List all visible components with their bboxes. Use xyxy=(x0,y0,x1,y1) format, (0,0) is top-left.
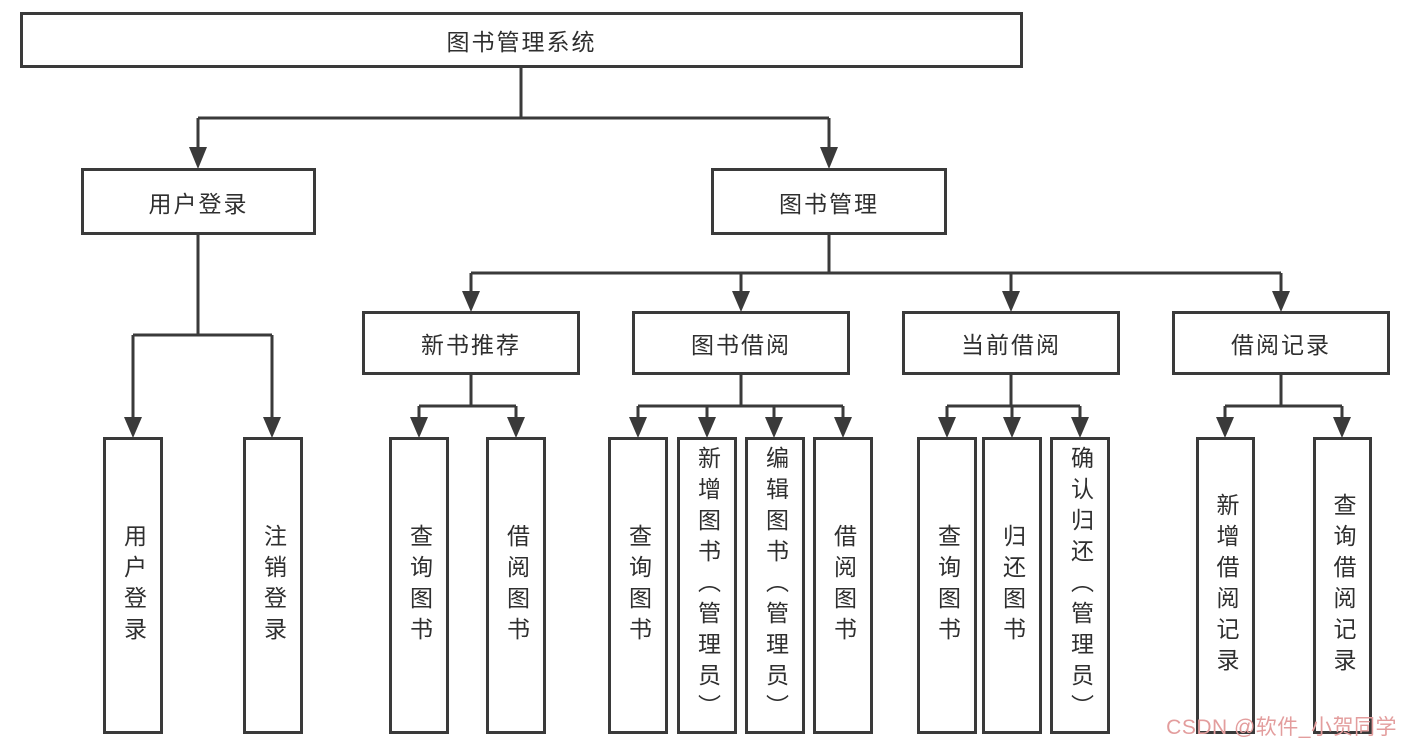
leaf-label: 新增借阅记录 xyxy=(1213,492,1239,679)
connector-user-login-children xyxy=(124,235,281,438)
leaf-return-books: 归还图书 xyxy=(982,437,1042,734)
leaf-label: 查询借阅记录 xyxy=(1330,492,1356,679)
leaf-label: 查询图书 xyxy=(625,523,652,648)
leaf-label: 用户登录 xyxy=(120,523,147,648)
leaf-user-login: 用户登录 xyxy=(103,437,163,734)
leaf-add-books-admin: 新增图书（管理员） xyxy=(677,437,737,734)
node-new-book-recommend: 新书推荐 xyxy=(362,311,580,375)
csdn-watermark: CSDN @软件_小贺同学 xyxy=(1166,716,1397,739)
leaf-label: 查询图书 xyxy=(406,523,433,648)
leaf-logout: 注销登录 xyxy=(243,437,303,734)
node-borrowing-records: 借阅记录 xyxy=(1172,311,1390,375)
connector-borrow-record-children xyxy=(1216,375,1351,438)
leaf-borrow-books-recommend: 借阅图书 xyxy=(486,437,546,734)
leaf-label: 查询图书 xyxy=(934,523,961,648)
leaf-label: 编辑图书（管理员） xyxy=(762,446,789,725)
node-library-system: 图书管理系统 xyxy=(20,12,1023,68)
leaf-label: 借阅图书 xyxy=(503,523,530,648)
leaf-label: 确认归还（管理员） xyxy=(1067,446,1094,725)
leaf-label: 注销登录 xyxy=(260,523,287,648)
leaf-add-borrow-record: 新增借阅记录 xyxy=(1196,437,1255,734)
leaf-query-books-current: 查询图书 xyxy=(917,437,977,734)
leaf-query-borrow-record: 查询借阅记录 xyxy=(1313,437,1372,734)
leaf-confirm-return-admin: 确认归还（管理员） xyxy=(1050,437,1110,734)
connector-root-to-level1 xyxy=(189,68,838,169)
connector-current-borrow-children xyxy=(938,375,1089,438)
node-user-login: 用户登录 xyxy=(81,168,316,235)
leaf-label: 归还图书 xyxy=(999,523,1026,648)
leaf-query-books-recommend: 查询图书 xyxy=(389,437,449,734)
node-book-borrowing: 图书借阅 xyxy=(632,311,850,375)
leaf-label: 新增图书（管理员） xyxy=(694,446,721,725)
node-current-borrowing: 当前借阅 xyxy=(902,311,1120,375)
leaf-label: 借阅图书 xyxy=(830,523,857,648)
node-book-management: 图书管理 xyxy=(711,168,947,235)
connector-book-borrow-children xyxy=(629,375,852,438)
connector-new-book-children xyxy=(410,375,525,438)
leaf-edit-books-admin: 编辑图书（管理员） xyxy=(745,437,805,734)
leaf-borrow-books: 借阅图书 xyxy=(813,437,873,734)
connector-book-mgmt-to-level2 xyxy=(462,235,1290,312)
leaf-query-books-borrowing: 查询图书 xyxy=(608,437,668,734)
